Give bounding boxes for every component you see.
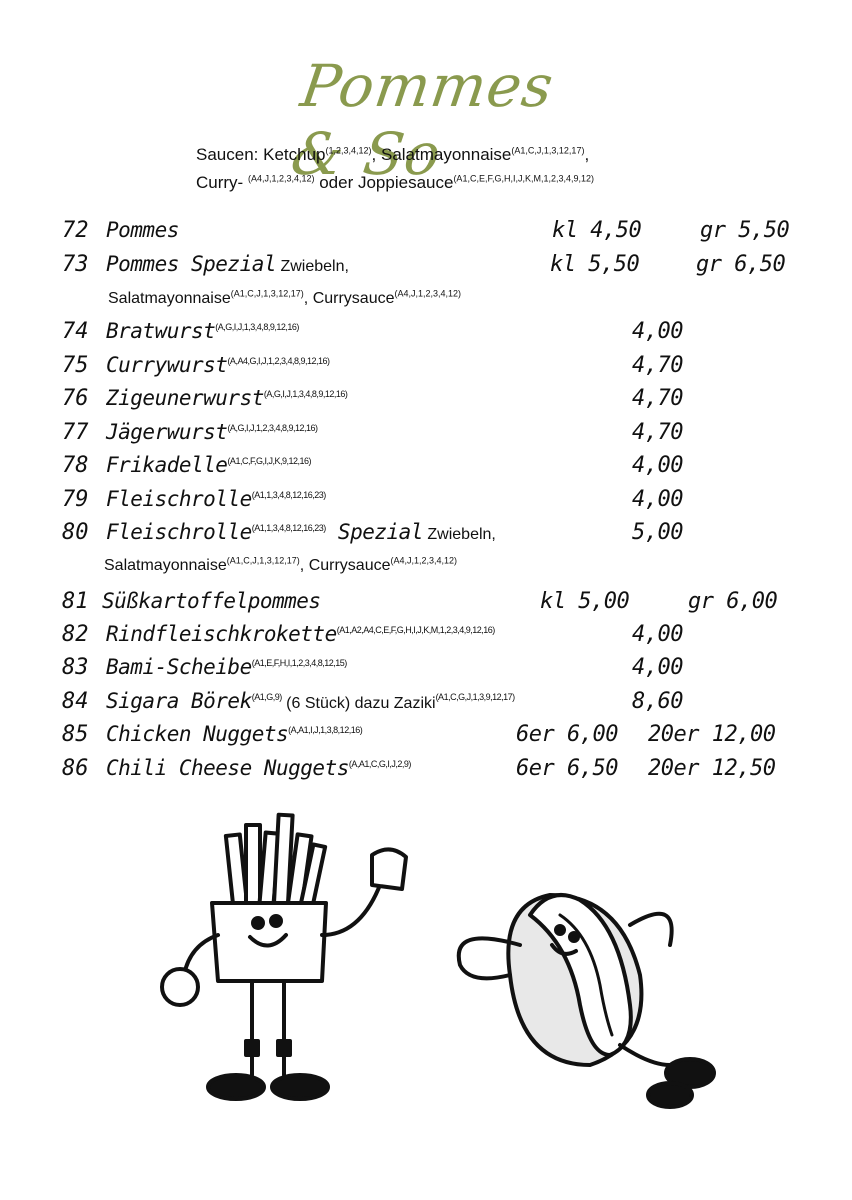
- item-number: 77: [62, 420, 89, 445]
- menu-item-76: 76 Zigeunerwurst(A,G,I,J,1,3,4,8,9,12,16…: [0, 386, 852, 418]
- item-name: Chicken Nuggets(A,A1,I,J,1,3,8,12,16): [106, 722, 363, 746]
- item-number: 79: [62, 487, 89, 512]
- mascot-illustrations: [160, 812, 716, 1109]
- sauces-line-1: Saucen: Ketchup(1,2,3,4,12), Salatmayonn…: [196, 145, 590, 164]
- price-20er: 20er 12,50: [648, 756, 776, 781]
- price-small: kl 4,50: [552, 218, 642, 243]
- menu-item-75: 75 Currywurst(A,A4,G,I,J,1,2,3,4,8,9,12,…: [0, 353, 852, 385]
- item-80-description: Salatmayonnaise(A1,C,J,1,3,12,17), Curry…: [104, 555, 458, 574]
- menu-item-74: 74 Bratwurst(A,G,I,J,1,3,4,8,9,12,16) 4,…: [0, 319, 852, 351]
- item-name: Chili Cheese Nuggets(A,A1,C,G,I,J,2,9): [106, 756, 411, 780]
- item-number: 73: [62, 252, 89, 277]
- price: 8,60: [632, 689, 683, 714]
- price-20er: 20er 12,00: [648, 722, 776, 747]
- item-number: 72: [62, 218, 89, 243]
- menu-item-78: 78 Frikadelle(A1,C,F,G,I,J,K,9,12,16) 4,…: [0, 453, 852, 485]
- item-name: Frikadelle(A1,C,F,G,I,J,K,9,12,16): [106, 453, 311, 477]
- item-name: Fleischrolle(A1,1,3,4,8,12,16,23) Spezia…: [106, 520, 496, 544]
- price: 4,00: [632, 319, 683, 344]
- item-number: 82: [62, 622, 89, 647]
- price: 4,00: [632, 622, 683, 647]
- item-name: Bami-Scheibe(A1,E,F,H,I,1,2,3,4,8,12,15): [106, 655, 347, 679]
- price-large: gr 6,00: [688, 589, 778, 614]
- price-large: gr 5,50: [700, 218, 790, 243]
- price: 5,00: [632, 520, 683, 545]
- item-number: 86: [62, 756, 89, 781]
- menu-item-83: 83 Bami-Scheibe(A1,E,F,H,I,1,2,3,4,8,12,…: [0, 655, 852, 687]
- item-number: 76: [62, 386, 89, 411]
- price: 4,70: [632, 420, 683, 445]
- item-number: 75: [62, 353, 89, 378]
- fries-mascot-icon: [160, 812, 408, 1101]
- item-name: Pommes: [106, 218, 179, 242]
- item-name: Jägerwurst(A,G,I,J,1,2,3,4,8,9,12,16): [106, 420, 318, 444]
- sauces-line-2: Curry- (A4,J,1,2,3,4,12) oder Joppiesauc…: [196, 173, 594, 192]
- item-number: 84: [62, 689, 89, 714]
- menu-item-84: 84 Sigara Börek(A1,G,9) (6 Stück) dazu Z…: [0, 689, 852, 721]
- item-name: Pommes Spezial Zwiebeln,: [106, 252, 349, 276]
- item-number: 83: [62, 655, 89, 680]
- item-number: 81: [62, 589, 89, 614]
- price: 4,00: [632, 487, 683, 512]
- item-name: Zigeunerwurst(A,G,I,J,1,3,4,8,9,12,16): [106, 386, 348, 410]
- menu-item-85: 85 Chicken Nuggets(A,A1,I,J,1,3,8,12,16)…: [0, 722, 852, 754]
- price-large: gr 6,50: [696, 252, 786, 277]
- menu-item-72: 72 Pommes kl 4,50 gr 5,50: [0, 218, 852, 250]
- price-small: kl 5,00: [540, 589, 630, 614]
- item-name: Currywurst(A,A4,G,I,J,1,2,3,4,8,9,12,16): [106, 353, 330, 377]
- menu-item-86: 86 Chili Cheese Nuggets(A,A1,C,G,I,J,2,9…: [0, 756, 852, 788]
- item-name: Süßkartoffelpommes: [102, 589, 321, 613]
- price: 4,70: [632, 353, 683, 378]
- item-name: Rindfleischkrokette(A1,A2,A4,C,E,F,G,H,I…: [106, 622, 495, 646]
- item-number: 74: [62, 319, 89, 344]
- menu-item-73: 73 Pommes Spezial Zwiebeln, kl 5,50 gr 6…: [0, 252, 852, 284]
- item-number: 80: [62, 520, 89, 545]
- hotdog-mascot-icon: [456, 893, 716, 1109]
- price: 4,70: [632, 386, 683, 411]
- item-number: 78: [62, 453, 89, 478]
- item-73-description: Salatmayonnaise(A1,C,J,1,3,12,17), Curry…: [108, 288, 462, 307]
- item-number: 85: [62, 722, 89, 747]
- item-name: Fleischrolle(A1,1,3,4,8,12,16,23): [106, 487, 326, 511]
- menu-item-81: 81 Süßkartoffelpommes kl 5,00 gr 6,00: [0, 589, 852, 621]
- price-6er: 6er 6,00: [516, 722, 618, 747]
- menu-item-79: 79 Fleischrolle(A1,1,3,4,8,12,16,23) 4,0…: [0, 487, 852, 519]
- menu-item-82: 82 Rindfleischkrokette(A1,A2,A4,C,E,F,G,…: [0, 622, 852, 654]
- menu-item-80: 80 Fleischrolle(A1,1,3,4,8,12,16,23) Spe…: [0, 520, 852, 552]
- price-small: kl 5,50: [550, 252, 640, 277]
- menu-item-77: 77 Jägerwurst(A,G,I,J,1,2,3,4,8,9,12,16)…: [0, 420, 852, 452]
- item-name: Sigara Börek(A1,G,9) (6 Stück) dazu Zazi…: [106, 689, 515, 713]
- price: 4,00: [632, 453, 683, 478]
- price-6er: 6er 6,50: [516, 756, 618, 781]
- item-name: Bratwurst(A,G,I,J,1,3,4,8,9,12,16): [106, 319, 299, 343]
- page-title: Pommes & So: [287, 52, 559, 188]
- price: 4,00: [632, 655, 683, 680]
